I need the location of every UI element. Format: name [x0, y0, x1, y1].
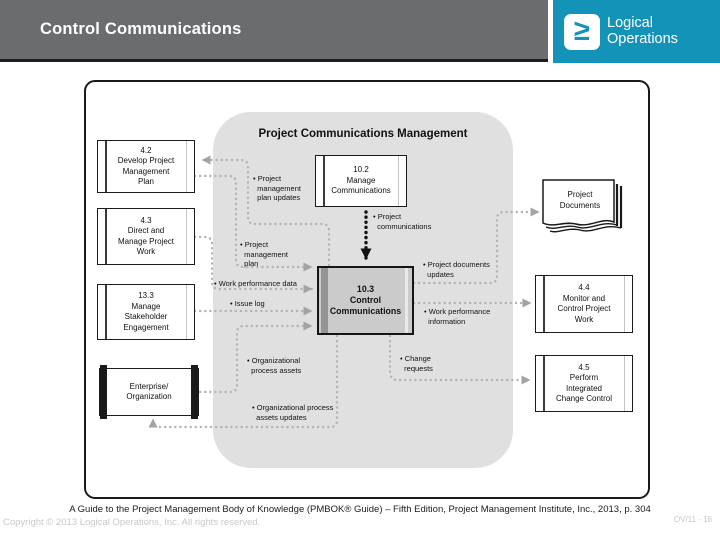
copyright-text: Copyright © 2013 Logical Operations, Inc…: [3, 517, 261, 528]
logo-mark-icon: ≥: [564, 13, 600, 50]
logo-glyph: ≥: [574, 15, 590, 47]
label-change-requests: • Change requests: [400, 354, 433, 373]
logo-text: Logical Operations: [607, 15, 678, 47]
label-project-documents-updates: • Project documents updates: [423, 260, 490, 279]
node-control-communications: 10.3 Control Communications: [317, 266, 414, 335]
documents-label: Project Documents: [559, 190, 601, 210]
slide-title: Control Communications: [40, 20, 242, 38]
node-manage-communications: 10.2 Manage Communications: [315, 155, 407, 207]
logo-line1: Logical: [607, 15, 653, 31]
label-org-process-assets: • Organizational process assets: [247, 356, 302, 375]
label-pm-plan-updates: • Project management plan updates: [253, 174, 301, 202]
page-number: OV/11 - 16: [673, 515, 712, 524]
node-develop-project-management-plan: 4.2 Develop Project Management Plan: [97, 140, 195, 193]
label-project-communications: • Project communications: [373, 212, 432, 231]
label-issue-log: • Issue log: [230, 299, 265, 308]
logical-operations-logo: ≥ Logical Operations: [553, 0, 720, 63]
citation-text: A Guide to the Project Management Body o…: [69, 504, 651, 515]
group-title: Project Communications Management: [258, 128, 468, 140]
label-work-performance-data: • Work performance data: [214, 279, 297, 288]
node-enterprise-organization: Enterprise/ Organization: [99, 365, 199, 419]
header-bar: [0, 0, 548, 62]
label-pm-plan: • Project management plan: [240, 240, 288, 268]
node-monitor-and-control-project-work: 4.4 Monitor and Control Project Work: [535, 275, 633, 333]
node-perform-integrated-change-control: 4.5 Perform Integrated Change Control: [535, 355, 633, 412]
label-work-performance-info: • Work performance information: [424, 307, 491, 326]
label-org-process-assets-updates: • Organizational process assets updates: [252, 403, 334, 422]
logo-line2: Operations: [607, 30, 678, 47]
node-project-documents: Project Documents: [540, 178, 632, 244]
node-manage-stakeholder-engagement: 13.3 Manage Stakeholder Engagement: [97, 284, 195, 340]
documents-icon: [542, 179, 623, 233]
node-direct-and-manage-project-work: 4.3 Direct and Manage Project Work: [97, 208, 195, 265]
